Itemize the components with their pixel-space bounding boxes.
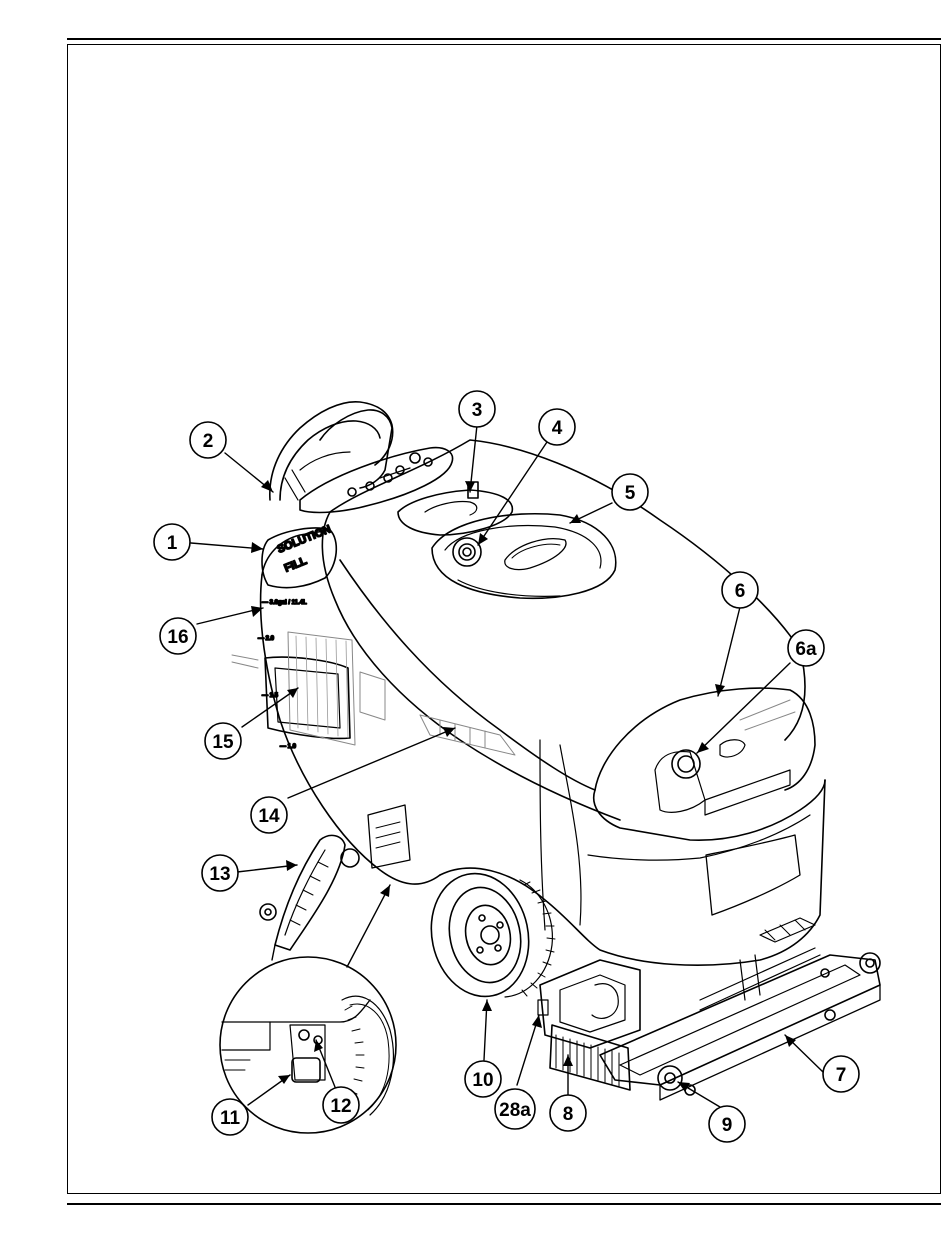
level-window: — 3.0gal / 11.4L — 2.0 — 1.5 — 1.0	[232, 600, 355, 750]
callout-4: 4	[552, 418, 563, 439]
callout-9: 9	[722, 1115, 733, 1136]
callout-14: 14	[258, 806, 280, 827]
level-mark-top: — 3.0gal / 11.4L	[262, 600, 307, 606]
solution-fill-decal: SOLUTION FILL	[262, 523, 336, 587]
decal-fill-text: FILL	[283, 555, 309, 575]
callout-6: 6	[735, 581, 746, 602]
callout-2: 2	[203, 431, 214, 452]
callout-16: 16	[167, 627, 188, 648]
drive-wheel	[420, 864, 555, 1005]
callout-5: 5	[625, 483, 636, 504]
callout-11: 11	[220, 1108, 241, 1129]
leader-lines	[191, 425, 823, 1107]
callout-28a: 28a	[499, 1100, 531, 1121]
callout-7: 7	[836, 1065, 847, 1086]
level-mark-3: — 1.5	[262, 693, 279, 699]
machine-body	[261, 440, 825, 965]
arrowheads	[251, 480, 796, 1092]
callout-10: 10	[472, 1070, 493, 1091]
detail-inset	[220, 957, 396, 1133]
callout-8: 8	[563, 1104, 574, 1125]
level-mark-4: — 1.0	[280, 744, 297, 750]
callout-12: 12	[330, 1096, 351, 1117]
brush-deck	[538, 960, 640, 1048]
recovery-tank-cap	[655, 700, 795, 815]
control-handle	[270, 402, 453, 513]
squeegee-hose	[260, 835, 359, 960]
wiring-harness	[360, 672, 515, 755]
level-mark-2: — 2.0	[258, 636, 275, 642]
callout-15: 15	[212, 732, 234, 753]
callout-1: 1	[167, 533, 178, 554]
callout-3: 3	[472, 400, 483, 421]
callout-13: 13	[209, 864, 230, 885]
callout-6a: 6a	[795, 639, 817, 660]
lid-cap	[453, 538, 481, 566]
